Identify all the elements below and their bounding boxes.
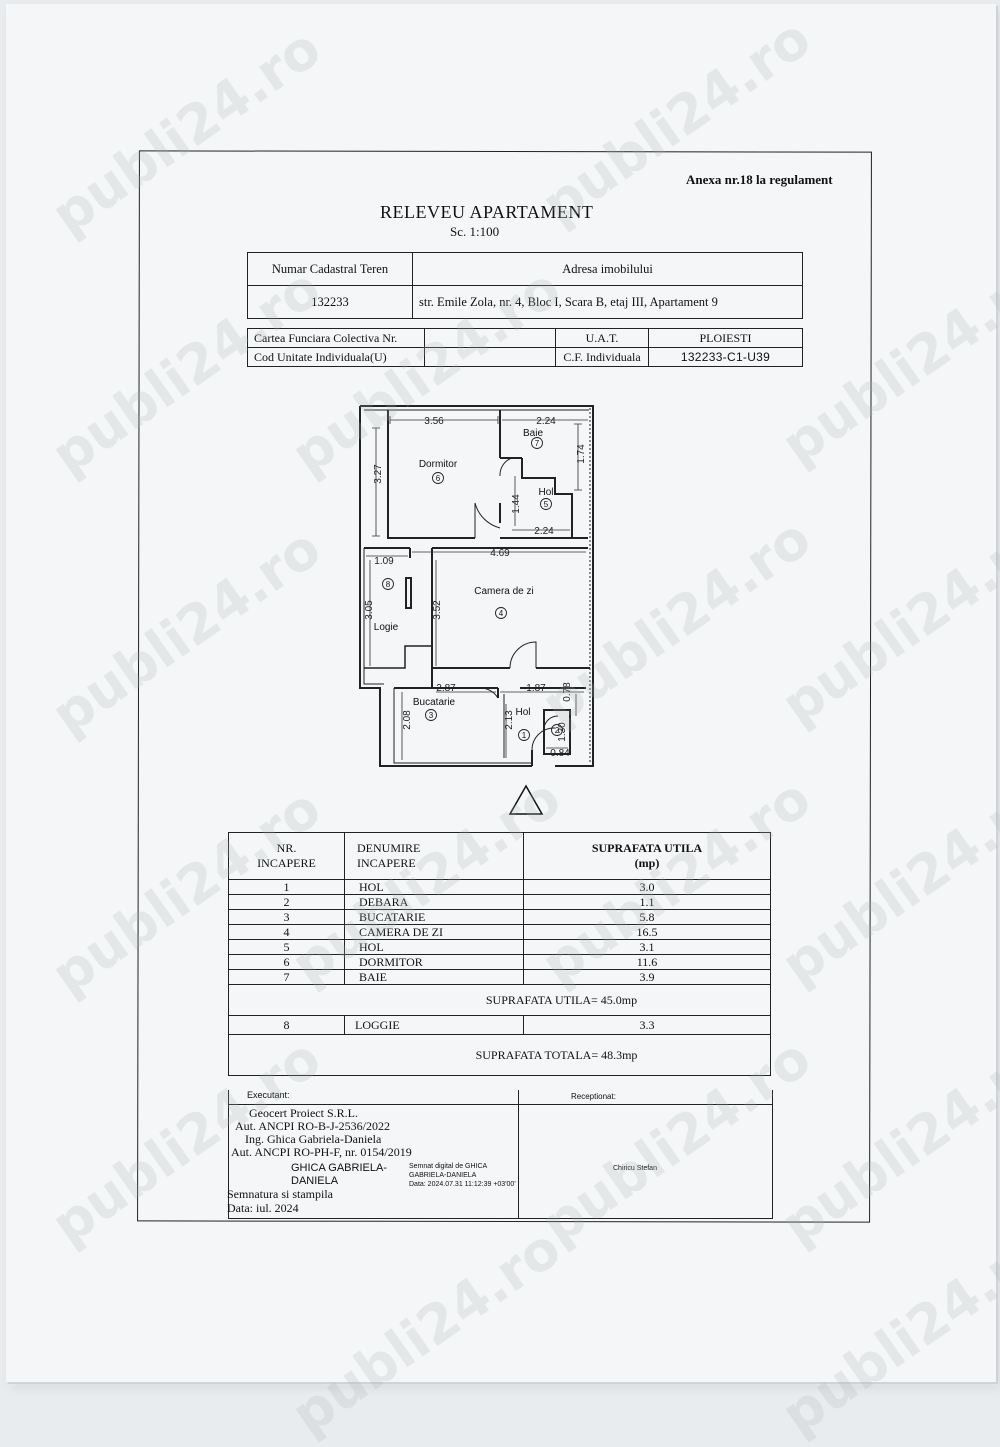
table-row: 6 DORMITOR 11.6 [228, 954, 771, 970]
dim-label: 3.27 [373, 464, 384, 484]
document-page [6, 4, 996, 1382]
cf-individual-value: 132233-C1-U39 [648, 347, 803, 367]
room-label: Hol [538, 487, 553, 498]
table-row: 8 LOGGIE 3.3 [228, 1015, 771, 1035]
dim-label: 2.08 [402, 710, 413, 730]
room-number: 3 [429, 711, 434, 720]
table-row: 5 HOL 3.1 [228, 939, 771, 955]
unit-code-label: Cod Unitate Individuala(U) [247, 347, 425, 367]
header-nr: NR. INCAPERE [228, 832, 345, 880]
room-label: Dormitor [419, 459, 458, 470]
cf-collective-value [424, 328, 556, 348]
engineer-name: Ing. Ghica Gabriela-Daniela [245, 1132, 382, 1146]
unit-code-value [424, 347, 556, 367]
room-label: Baie [523, 428, 543, 439]
dim-label: 1.09 [374, 556, 394, 567]
signature-block: Executant: Receptionat: Geocert Proiect … [227, 1090, 773, 1219]
scale-label: Sc. 1:100 [450, 224, 500, 239]
annex-label: Anexa nr.18 la regulament [686, 172, 833, 187]
dim-label: 3.56 [424, 416, 444, 427]
room-number: 7 [535, 439, 540, 448]
room-number: 6 [436, 474, 441, 483]
room-number: 5 [544, 500, 549, 509]
room-label: Camera de zi [474, 586, 533, 597]
land-register-table: Cartea Funciara Colectiva Nr. U.A.T. PLO… [247, 328, 803, 367]
table-row: 3 BUCATARIE 5.8 [228, 909, 771, 925]
cadastral-header: Numar Cadastral Teren [247, 252, 413, 286]
signature-column-divider [518, 1090, 519, 1218]
authorization-engineer: Aut. ANCPI RO-PH-F, nr. 0154/2019 [231, 1145, 412, 1159]
room-label: Hol [515, 707, 530, 718]
digital-signature: Semnat digital de GHICA GABRIELA-DANIELA… [409, 1163, 516, 1188]
company-name: Geocert Proiect S.R.L. [249, 1106, 358, 1120]
north-triangle-icon [508, 784, 544, 815]
authorization-company: Aut. ANCPI RO-B-J-2536/2022 [235, 1119, 391, 1133]
grand-area-total: SUPRAFATA TOTALA= 48.3mp [228, 1034, 771, 1076]
room-number: 4 [499, 609, 504, 618]
uat-value: PLOIESTI [648, 328, 803, 348]
address-header: Adresa imobilului [412, 252, 803, 286]
dim-label: 3.52 [432, 600, 443, 620]
dim-label: 2.24 [534, 526, 554, 537]
room-number: 2 [555, 726, 560, 735]
dim-label: 2.87 [436, 683, 456, 694]
table-row: 1 HOL 3.0 [228, 879, 771, 895]
useful-area-total: SUPRAFATA UTILA= 45.0mp [228, 984, 771, 1016]
stamp-label: Semnatura si stampila [227, 1187, 333, 1201]
signer-name: GHICA GABRIELA- DANIELA [291, 1162, 387, 1187]
dim-label: 2.13 [504, 710, 515, 730]
uat-label: U.A.T. [555, 328, 649, 348]
dim-label: 4.69 [490, 548, 510, 559]
floor-plan: 3.56 2.24 1.74 3.27 1.44 2.24 4.69 1.09 … [359, 405, 594, 767]
table-row: 2 DEBARA 1.1 [228, 894, 771, 910]
dim-label: 3.05 [364, 600, 375, 620]
receptionat-label: Receptionat: [571, 1092, 616, 1101]
header-name: DENUMIRE INCAPERE [344, 832, 524, 880]
cadastral-value: 132233 [247, 285, 413, 319]
dim-label: 0.84 [550, 748, 570, 759]
rooms-area-table: NR. INCAPERE DENUMIRE INCAPERE SUPRAFATA… [228, 832, 771, 1076]
document-title: RELEVEU APARTAMENT [380, 202, 594, 222]
table-row: 4 CAMERA DE ZI 16.5 [228, 924, 771, 940]
dim-label: 0.78 [562, 682, 573, 702]
document-date: Data: iul. 2024 [227, 1201, 299, 1215]
property-info-table: Numar Cadastral Teren Adresa imobilului … [247, 252, 803, 319]
cf-collective-label: Cartea Funciara Colectiva Nr. [247, 328, 425, 348]
dim-label: 1.44 [511, 494, 522, 514]
room-number: 8 [386, 580, 391, 589]
room-number: 1 [522, 731, 527, 740]
executant-label: Executant: [247, 1090, 290, 1100]
dim-label: 2.24 [536, 416, 556, 427]
header-area: SUPRAFATA UTILA (mp) [523, 832, 771, 880]
dim-label: 1.74 [576, 444, 587, 464]
dim-label: 1.87 [526, 683, 546, 694]
cf-individual-label: C.F. Individuala [555, 347, 649, 367]
room-label: Logie [374, 622, 399, 633]
receiver-signature: Chiricu Stefan [613, 1165, 657, 1172]
table-row: 7 BAIE 3.9 [228, 969, 771, 985]
room-label: Bucatarie [413, 697, 456, 708]
signature-divider [229, 1104, 772, 1105]
address-value: str. Emile Zola, nr. 4, Bloc I, Scara B,… [412, 285, 803, 319]
